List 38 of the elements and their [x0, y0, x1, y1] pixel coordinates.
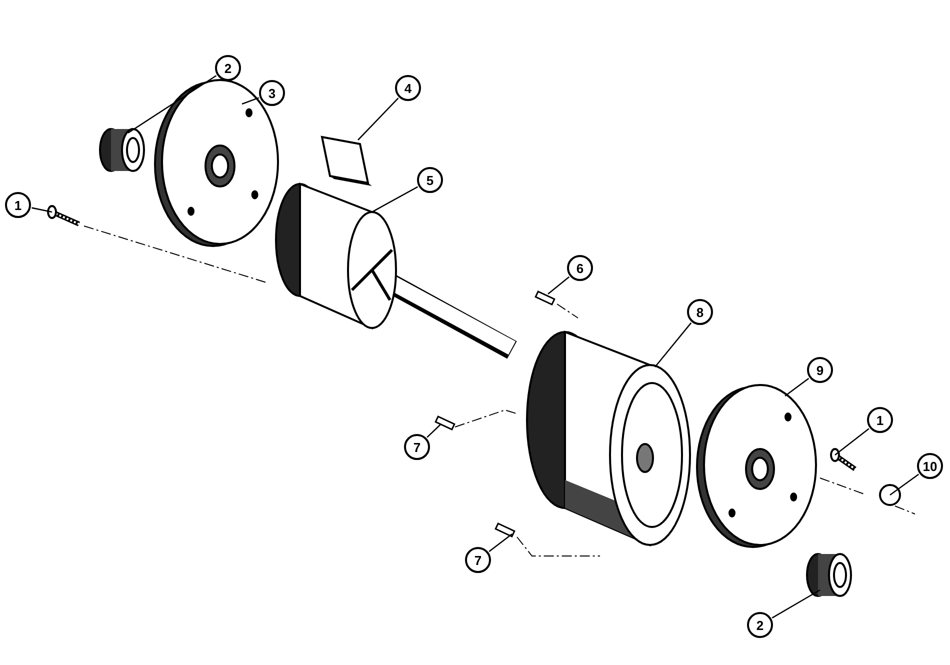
- leader-line: [426, 424, 442, 438]
- callout-number: 7: [404, 434, 430, 460]
- leader-line: [548, 276, 570, 294]
- callout-number: 10: [917, 453, 943, 479]
- leader-line: [772, 589, 820, 618]
- callout-number: 2: [747, 612, 773, 638]
- leader-line: [242, 97, 260, 105]
- callout-number: 4: [395, 75, 421, 101]
- leader-line: [784, 378, 810, 397]
- housing-drawing: [526, 330, 691, 547]
- end-plate-drawing: [696, 384, 817, 548]
- vane-drawing: [320, 136, 372, 186]
- screw-drawing: [47, 205, 80, 226]
- leader-line: [834, 428, 870, 456]
- callout-number: 8: [687, 299, 713, 325]
- callout-number: 3: [259, 80, 285, 106]
- end-plate-drawing: [154, 79, 279, 247]
- bearing-drawing: [99, 128, 145, 172]
- pin-drawing: [534, 290, 556, 306]
- leader-line: [488, 533, 512, 552]
- screw-drawing: [830, 448, 856, 472]
- pin-drawing: [434, 415, 456, 431]
- callout-number: 9: [807, 357, 833, 383]
- callout-number: 6: [567, 255, 593, 281]
- pin-drawing: [494, 522, 516, 538]
- callout-number: 5: [417, 167, 443, 193]
- bearing-drawing: [806, 553, 852, 597]
- leader-line: [654, 322, 692, 368]
- leader-line: [32, 207, 52, 213]
- leader-line: [358, 98, 399, 140]
- callout-number: 7: [465, 547, 491, 573]
- leader-line: [128, 75, 217, 134]
- callout-number: 1: [867, 407, 893, 433]
- retaining-ring-drawing: [879, 484, 901, 506]
- leader-line: [890, 474, 920, 496]
- leader-line: [372, 186, 418, 213]
- callout-number: 2: [215, 55, 241, 81]
- callout-number: 1: [5, 192, 31, 218]
